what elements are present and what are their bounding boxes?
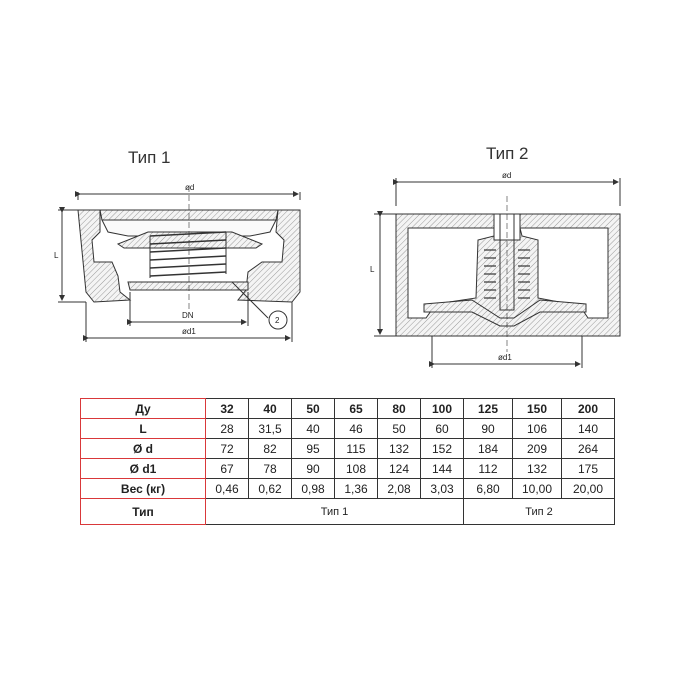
table-row: L 28 31,5 40 46 50 60 90 106 140 — [80, 418, 615, 439]
table-cell: 0,46 — [205, 478, 249, 499]
type2-dim-L: L — [370, 265, 375, 274]
type1-title: Тип 1 — [128, 148, 171, 167]
table-cell: 124 — [377, 458, 421, 479]
table-cell: 112 — [463, 458, 513, 479]
type1-dim-DN: DN — [182, 311, 194, 320]
technical-drawings: ød L DN ød1 2 — [54, 171, 621, 368]
table-cell: 140 — [561, 418, 615, 439]
table-cell: 6,80 — [463, 478, 513, 499]
type-row: Тип Тип 1 Тип 2 — [80, 498, 615, 525]
table-cell: 67 — [205, 458, 249, 479]
table-cell: 50 — [377, 418, 421, 439]
table-cell: 115 — [334, 438, 378, 459]
table-cell: 78 — [248, 458, 292, 479]
table-cell: 175 — [561, 458, 615, 479]
size-cell: 40 — [248, 398, 292, 419]
row-label: Ø d — [80, 438, 206, 459]
table-cell: 132 — [377, 438, 421, 459]
table-cell: 144 — [420, 458, 464, 479]
table-cell: 1,36 — [334, 478, 378, 499]
row-label: L — [80, 418, 206, 439]
table-cell: 31,5 — [248, 418, 292, 439]
size-cell: 32 — [205, 398, 249, 419]
table-cell: 264 — [561, 438, 615, 459]
table-cell: 0,98 — [291, 478, 335, 499]
type2-dim-d: ød — [502, 171, 511, 180]
table-cell: 108 — [334, 458, 378, 479]
type-label: Тип — [80, 498, 206, 525]
type2-title: Тип 2 — [486, 144, 529, 163]
size-cell: 80 — [377, 398, 421, 419]
type1-span: Тип 1 — [205, 498, 464, 525]
table-header-row: Ду 32 40 50 65 80 100 125 150 200 — [80, 398, 615, 419]
table-row: Ø d 72 82 95 115 132 152 184 209 264 — [80, 438, 615, 459]
row-label: Вес (кг) — [80, 478, 206, 499]
table-cell: 152 — [420, 438, 464, 459]
type1-dim-L: L — [54, 251, 59, 260]
table-cell: 3,03 — [420, 478, 464, 499]
table-cell: 46 — [334, 418, 378, 439]
size-cell: 125 — [463, 398, 513, 419]
table-cell: 106 — [512, 418, 562, 439]
type1-drawing — [58, 186, 301, 342]
table-cell: 209 — [512, 438, 562, 459]
type1-callout-2: 2 — [275, 316, 280, 325]
table-cell: 90 — [463, 418, 513, 439]
table-cell: 20,00 — [561, 478, 615, 499]
table-cell: 10,00 — [512, 478, 562, 499]
specification-table: Ду 32 40 50 65 80 100 125 150 200 L 28 3… — [80, 398, 615, 525]
type2-drawing — [374, 178, 621, 368]
size-cell: 150 — [512, 398, 562, 419]
table-cell: 28 — [205, 418, 249, 439]
table-row: Ø d1 67 78 90 108 124 144 112 132 175 — [80, 458, 615, 479]
table-cell: 60 — [420, 418, 464, 439]
table-cell: 72 — [205, 438, 249, 459]
table-row: Вес (кг) 0,46 0,62 0,98 1,36 2,08 3,03 6… — [80, 478, 615, 499]
table-cell: 2,08 — [377, 478, 421, 499]
table-cell: 95 — [291, 438, 335, 459]
table-cell: 90 — [291, 458, 335, 479]
table-cell: 0,62 — [248, 478, 292, 499]
header-label-du: Ду — [80, 398, 206, 419]
size-cell: 200 — [561, 398, 615, 419]
size-cell: 65 — [334, 398, 378, 419]
size-cell: 50 — [291, 398, 335, 419]
row-label: Ø d1 — [80, 458, 206, 479]
table-cell: 82 — [248, 438, 292, 459]
type1-dim-d: ød — [185, 183, 194, 192]
table-cell: 132 — [512, 458, 562, 479]
type1-dim-d1: ød1 — [182, 327, 196, 336]
type2-dim-d1: ød1 — [498, 353, 512, 362]
table-cell: 184 — [463, 438, 513, 459]
type2-span: Тип 2 — [463, 498, 615, 525]
table-cell: 40 — [291, 418, 335, 439]
size-cell: 100 — [420, 398, 464, 419]
